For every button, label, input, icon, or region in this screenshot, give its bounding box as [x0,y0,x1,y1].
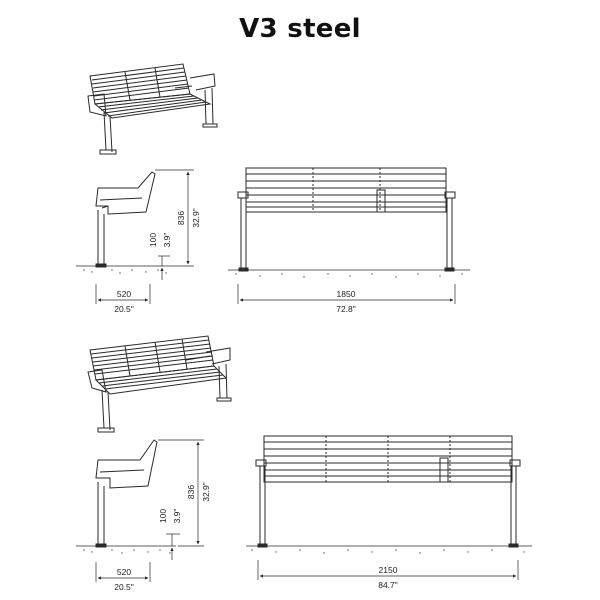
bench-2-depth-mm: 520 [117,567,131,577]
bench-2-length-mm: 2150 [379,565,398,575]
bench-1-height-mm: 836 [176,211,186,225]
bench-2-front-view [255,435,521,548]
bench-1-length-mm: 1850 [337,289,356,299]
bench-2-depth-dimension [95,562,151,582]
bench-2-length-in: 84.7" [378,580,398,590]
bench-2-clearance-in: 3.9" [172,509,182,524]
bench-1-front-ground-dots [235,273,463,278]
bench-1-front-view [237,167,456,272]
bench-1-clearance-in: 3.9" [162,233,172,248]
bench-1-group: 836 32.9" 100 3.9" 520 20.5" [76,63,470,314]
bench-1-clearance-dimension [158,255,170,280]
bench-2-length-dimension [257,560,519,580]
bench-1-depth-in: 20.5" [114,304,134,314]
bench-2-side-view [95,439,158,548]
bench-2-side-ground-dots [83,549,171,554]
bench-2-height-in: 32.9" [201,482,211,502]
bench-1-depth-mm: 520 [117,289,131,299]
bench-1-height-in: 32.9" [191,208,201,228]
bench-1-side-ground-dots [83,269,167,274]
bench-1-perspective-view [87,63,218,155]
bench-1-side-view [95,171,156,268]
bench-2-height-dimension [158,439,204,547]
bench-2-perspective-view [87,335,232,433]
bench-2-group: 836 32.9" 100 3.9" 520 20.5" [76,335,532,592]
page-title: V3 steel [239,14,361,44]
bench-1-depth-dimension [95,284,151,304]
bench-1-clearance-mm: 100 [148,233,158,247]
bench-2-depth-in: 20.5" [114,582,134,592]
bench-1-length-in: 72.8" [336,304,356,314]
bench-1-height-dimension [155,169,194,267]
bench-2-front-ground-dots [251,549,525,554]
bench-2-clearance-dimension [166,533,180,560]
bench-1-length-dimension [237,284,456,304]
bench-2-height-mm: 836 [186,485,196,499]
bench-2-clearance-mm: 100 [158,509,168,523]
